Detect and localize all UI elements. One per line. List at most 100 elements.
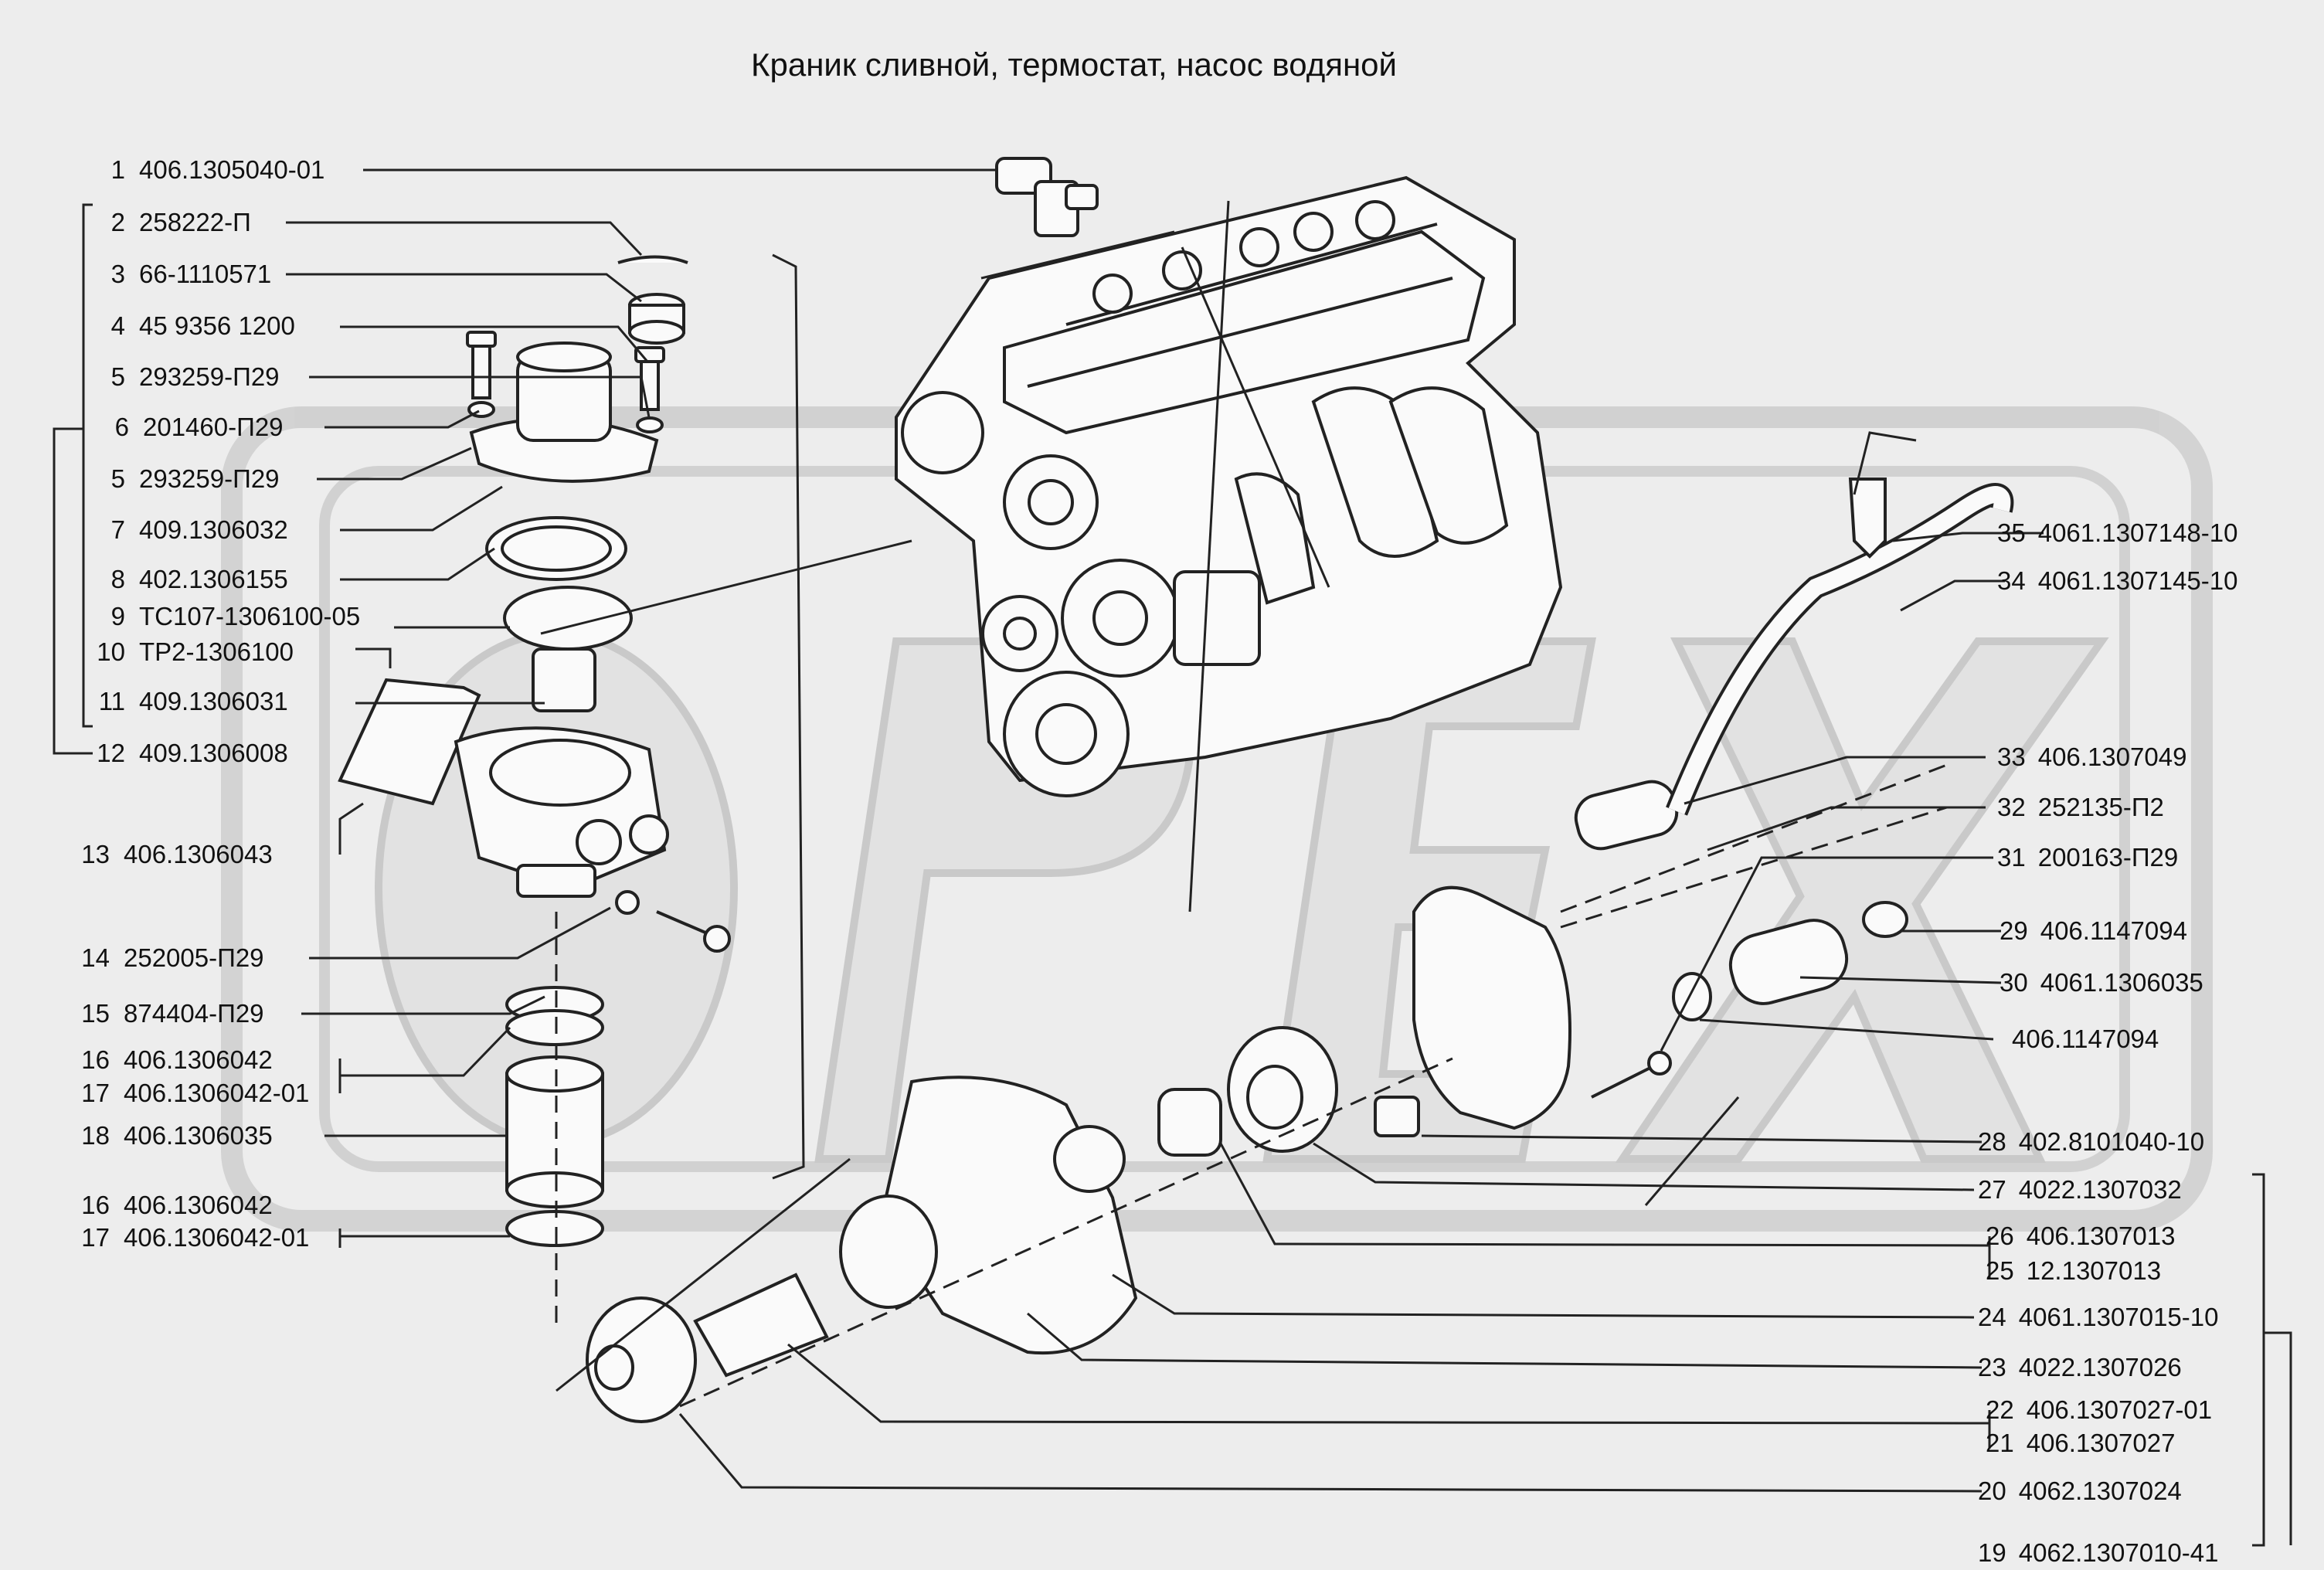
callout-number: 4	[110, 311, 125, 340]
part-number: 4061.1306035	[2040, 968, 2203, 997]
callout-number: 27	[1978, 1175, 2006, 1204]
part-number: 406.1147094	[2012, 1025, 2159, 1053]
callout-number: 3	[110, 260, 125, 288]
part-number: 4061.1307148-10	[2037, 518, 2238, 547]
part-number: 406.1307049	[2037, 743, 2187, 771]
part-number: 406.1305040-01	[139, 155, 325, 184]
callout-number: 17	[81, 1079, 110, 1107]
part-number: 4061.1307145-10	[2037, 566, 2238, 595]
callout-number: 31	[1997, 843, 2026, 872]
part-number: 4022.1307026	[2018, 1353, 2182, 1381]
part-number: 406.1306042	[124, 1191, 273, 1219]
part-number: 258222-П	[139, 208, 251, 236]
part-number: 406.1306042	[124, 1045, 273, 1074]
part-number: 406.1306035	[124, 1121, 273, 1150]
callout-number: 2	[110, 208, 125, 236]
right-callout-25: 25 12.1307013	[1986, 1256, 2161, 1286]
callout-number: 25	[1986, 1256, 2014, 1285]
callout-number: 32	[1997, 793, 2026, 821]
part-number: 200163-П29	[2037, 843, 2179, 872]
right-callout-32: 32 252135-П2	[1997, 792, 2164, 823]
callout-number: 22	[1986, 1395, 2014, 1424]
part-number: 12.1307013	[2026, 1256, 2162, 1285]
callout-number: 30	[2000, 968, 2028, 997]
left-callout-7: 7 409.1306032	[77, 515, 288, 545]
callout-number: 17	[81, 1223, 110, 1252]
left-callout-18: 18 406.1306035	[62, 1120, 273, 1151]
callout-number: 24	[1978, 1303, 2006, 1331]
callout-number: 16	[81, 1191, 110, 1219]
left-callout-17: 17 406.1306042-01	[62, 1078, 309, 1109]
left-callout-10: 10 ТР2-1306100	[77, 637, 294, 668]
callout-number: 12	[97, 739, 125, 767]
left-callout-16: 16 406.1306042	[62, 1190, 273, 1221]
left-callout-13: 13 406.1306043	[62, 839, 273, 870]
part-number: 4022.1307032	[2018, 1175, 2182, 1204]
right-callout-27: 27 4022.1307032	[1978, 1174, 2182, 1205]
callout-number: 18	[81, 1121, 110, 1150]
page-title: Краник сливной, термостат, насос водяной	[751, 46, 1397, 83]
right-callout-33: 33 406.1307049	[1997, 742, 2186, 773]
callout-number: 23	[1978, 1353, 2006, 1381]
part-number: 45 9356 1200	[139, 311, 295, 340]
right-callout-31: 31 200163-П29	[1997, 842, 2178, 873]
part-number: 406.1307027-01	[2026, 1395, 2213, 1424]
callout-number: 14	[81, 943, 110, 972]
part-number: ТР2-1306100	[139, 637, 294, 666]
part-number: 4062.1307024	[2018, 1477, 2182, 1505]
left-callout-4: 4 45 9356 1200	[77, 311, 295, 342]
callout-number: 9	[110, 602, 125, 630]
engine-assembly	[895, 175, 1563, 797]
left-callout-8: 8 402.1306155	[77, 564, 288, 595]
right-callout-30: 30 4061.1306035	[2000, 967, 2203, 998]
callout-number: 5	[110, 362, 125, 391]
callout-number: 8	[110, 565, 125, 593]
right-callout-23: 23 4022.1307026	[1978, 1352, 2182, 1383]
part-number: 252135-П2	[2037, 793, 2164, 821]
callout-number: 13	[81, 840, 110, 868]
part-number: 201460-П29	[143, 413, 284, 441]
right-callout-19: 19 4062.1307010-41	[1978, 1538, 2218, 1568]
part-number: 409.1306032	[139, 515, 288, 544]
part-number: ТС107-1306100-05	[139, 602, 361, 630]
callout-number: 1	[110, 155, 125, 184]
part-number: 409.1306031	[139, 687, 288, 715]
part-number: 406.1147094	[2040, 916, 2187, 945]
part-number: 4062.1307010-41	[2018, 1538, 2219, 1567]
leader-lines	[53, 168, 2292, 1547]
right-callout-22: 22 406.1307027-01	[1986, 1395, 2212, 1426]
part-number: 874404-П29	[124, 999, 264, 1028]
callout-number: 7	[110, 515, 125, 544]
water-pump-stack	[586, 477, 2014, 1423]
callout-number: 21	[1986, 1429, 2014, 1457]
callout-number: 33	[1997, 743, 2026, 771]
right-callout-unnumbered: 406.1147094	[2000, 1024, 2159, 1055]
part-number: 406.1306042-01	[124, 1079, 310, 1107]
callout-number: 19	[1978, 1538, 2006, 1567]
callout-number: 10	[97, 637, 125, 666]
part-number: 252005-П29	[124, 943, 264, 972]
part-number: 402.8101040-10	[2018, 1127, 2205, 1156]
left-callout-2: 2 258222-П	[77, 207, 251, 238]
part-number: 406.1306043	[124, 840, 273, 868]
callout-number: 35	[1997, 518, 2026, 547]
callout-number: 20	[1978, 1477, 2006, 1505]
drain-cock-part	[995, 157, 1099, 237]
part-number: 402.1306155	[139, 565, 288, 593]
part-number: 293259-П29	[139, 362, 280, 391]
